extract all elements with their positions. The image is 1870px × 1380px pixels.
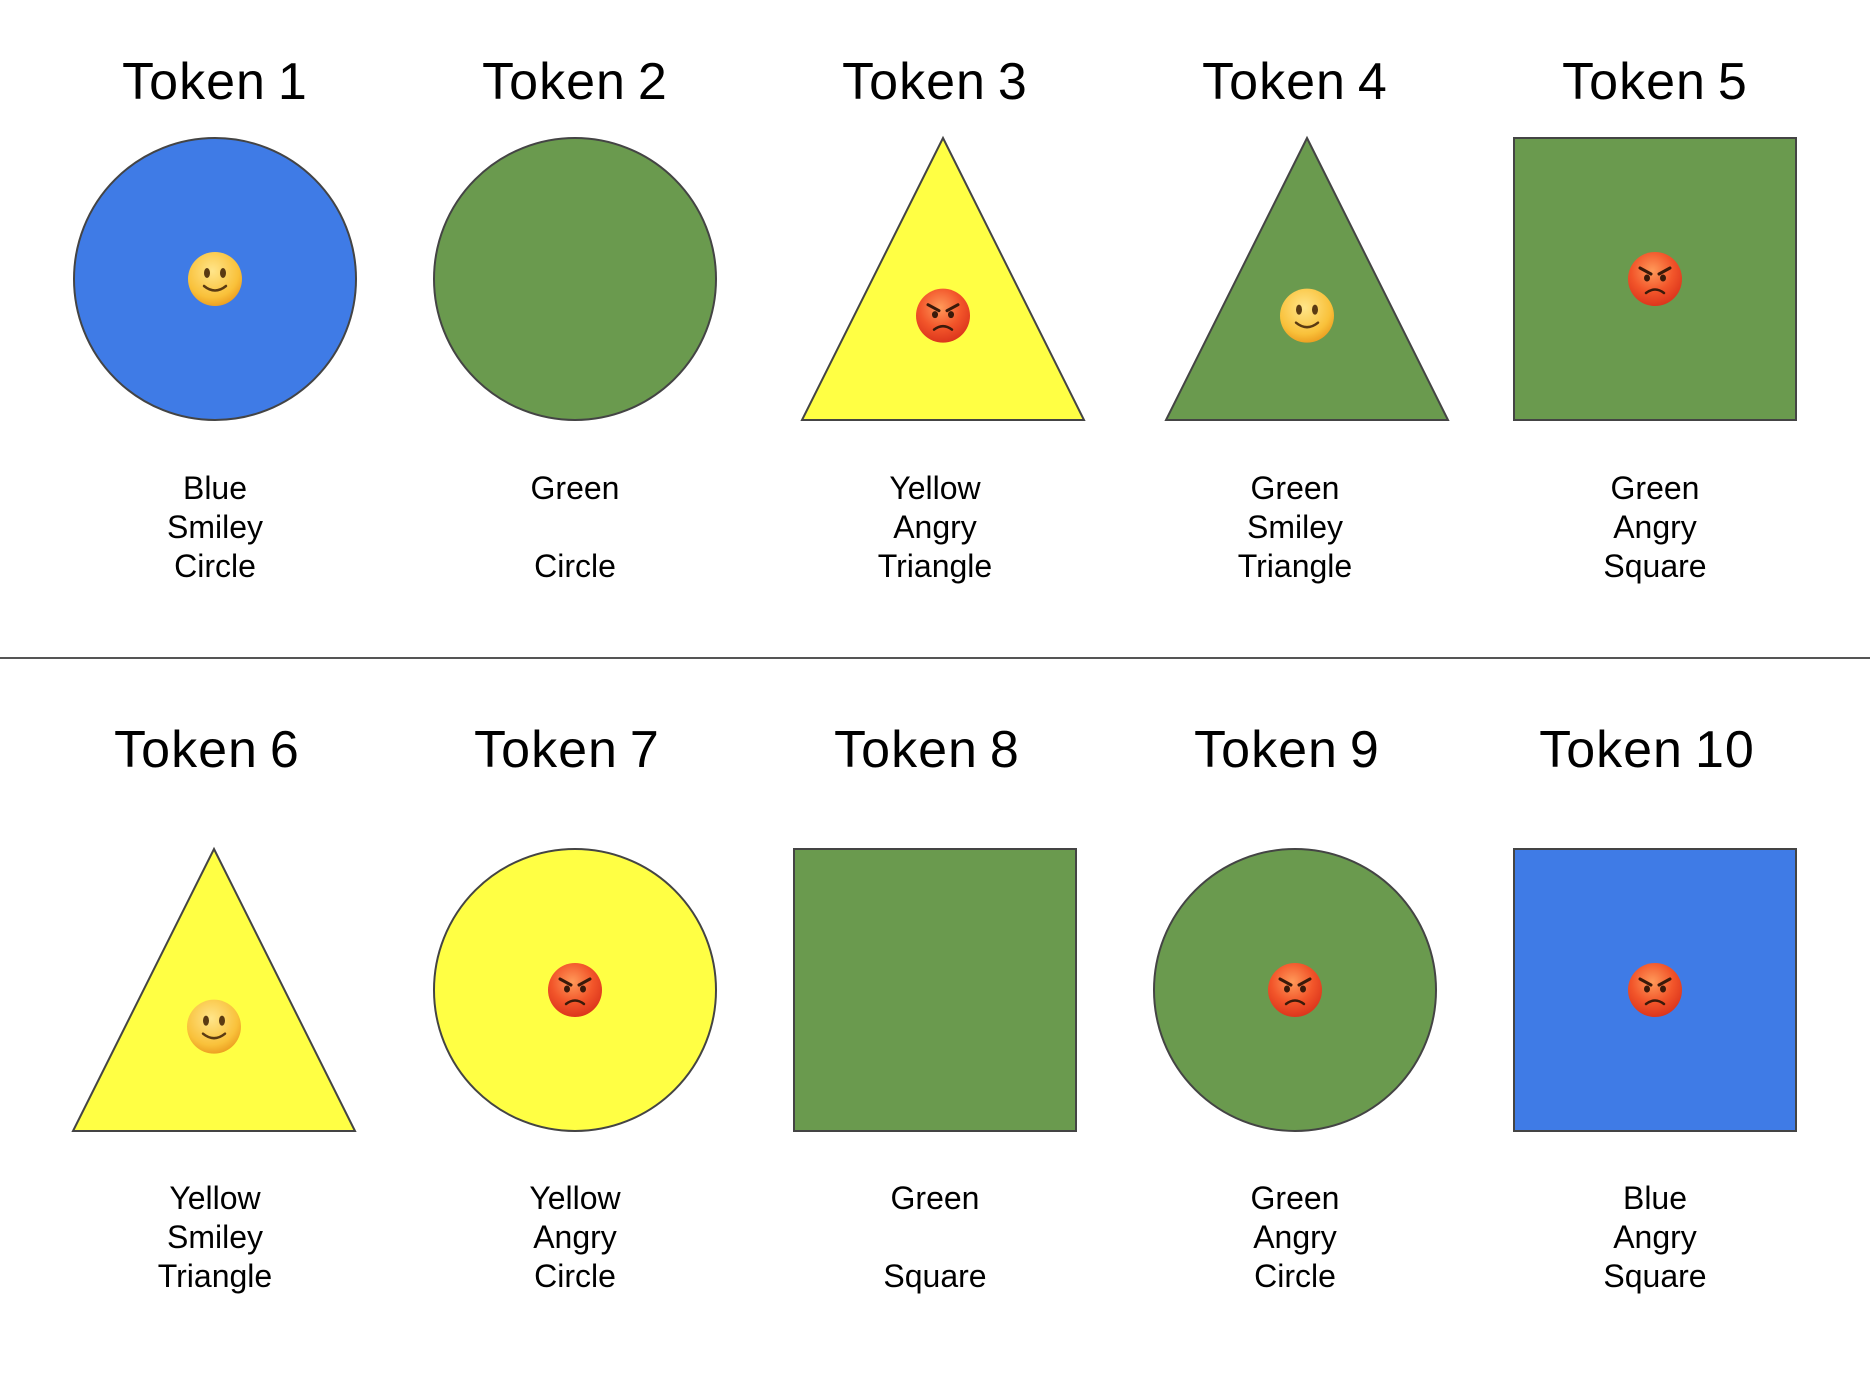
angry-icon: [916, 288, 970, 343]
token-title-word: Token: [474, 721, 618, 779]
token-number: 9: [1349, 721, 1380, 779]
shape-label: Square: [883, 1258, 987, 1294]
color-label: Green: [1250, 1180, 1340, 1216]
token-title-word: Token: [482, 53, 626, 111]
expression-label: [425, 508, 725, 547]
shape-label: Square: [1603, 1258, 1707, 1294]
token-number: 3: [997, 53, 1028, 111]
shape-label: Square: [1603, 548, 1707, 584]
token-number: 1: [277, 53, 308, 111]
angry-icon: [1628, 963, 1682, 1017]
expression-label: Angry: [893, 509, 977, 545]
token-square-shape: [793, 848, 1077, 1132]
token-square-shape: [1513, 137, 1797, 421]
token-title-word: Token: [1562, 53, 1706, 111]
shape-label: Circle: [534, 548, 616, 584]
circle-shape: [433, 137, 717, 421]
token-title-word: Token: [1202, 53, 1346, 111]
expression-label: Angry: [1253, 1219, 1337, 1255]
angry-icon: [1628, 252, 1682, 306]
shape-label: Triangle: [877, 548, 993, 584]
token-title-word: Token: [842, 53, 986, 111]
color-label: Blue: [1622, 1180, 1688, 1216]
token-title-word: Token: [834, 721, 978, 779]
token-title-word: Token: [114, 721, 258, 779]
angry-icon: [1268, 963, 1322, 1017]
token-square-shape: [1513, 848, 1797, 1132]
token-number: 10: [1694, 721, 1755, 779]
token-number: 5: [1717, 53, 1748, 111]
token-triangle-shape: [800, 135, 1086, 421]
token-circle-shape: [433, 137, 717, 421]
token-number: 2: [637, 53, 668, 111]
shape-label: Triangle: [157, 1258, 273, 1294]
token-triangle-shape: [1164, 135, 1450, 421]
square-shape: [793, 848, 1077, 1132]
color-label: Green: [1250, 470, 1340, 506]
token-number: 8: [989, 721, 1020, 779]
row-divider: [0, 657, 1870, 659]
expression-label: Angry: [1613, 1219, 1697, 1255]
smiley-icon: [1280, 288, 1334, 343]
color-label: Green: [530, 470, 620, 506]
color-label: Yellow: [529, 1180, 621, 1216]
expression-label: Smiley: [166, 1219, 263, 1255]
token-number: 7: [629, 721, 660, 779]
triangle-shape: [1164, 135, 1450, 421]
expression-label: Angry: [533, 1219, 617, 1255]
color-label: Yellow: [169, 1180, 261, 1216]
token-circle-shape: [433, 848, 717, 1132]
shape-label: Circle: [174, 548, 256, 584]
expression-label: [785, 1218, 1085, 1257]
shape-label: Circle: [534, 1258, 616, 1294]
color-label: Green: [890, 1180, 980, 1216]
token-title-word: Token: [122, 53, 266, 111]
token-title-word: Token: [1539, 721, 1683, 779]
token-number: 6: [269, 721, 300, 779]
color-label: Blue: [182, 470, 248, 506]
expression-label: Smiley: [166, 509, 263, 545]
shape-label: Triangle: [1237, 548, 1353, 584]
expression-label: Angry: [1613, 509, 1697, 545]
token-circle-shape: [1153, 848, 1437, 1132]
token-triangle-shape: [71, 846, 357, 1132]
smiley-icon: [187, 999, 241, 1054]
triangle-shape: [800, 135, 1086, 421]
token-number: 4: [1357, 53, 1388, 111]
color-label: Yellow: [889, 470, 981, 506]
smiley-icon: [188, 252, 242, 306]
triangle-shape: [71, 846, 357, 1132]
shape-label: Circle: [1254, 1258, 1336, 1294]
token-circle-shape: [73, 137, 357, 421]
angry-icon: [548, 963, 602, 1017]
expression-label: Smiley: [1246, 509, 1343, 545]
color-label: Green: [1610, 470, 1700, 506]
token-title-word: Token: [1194, 721, 1338, 779]
